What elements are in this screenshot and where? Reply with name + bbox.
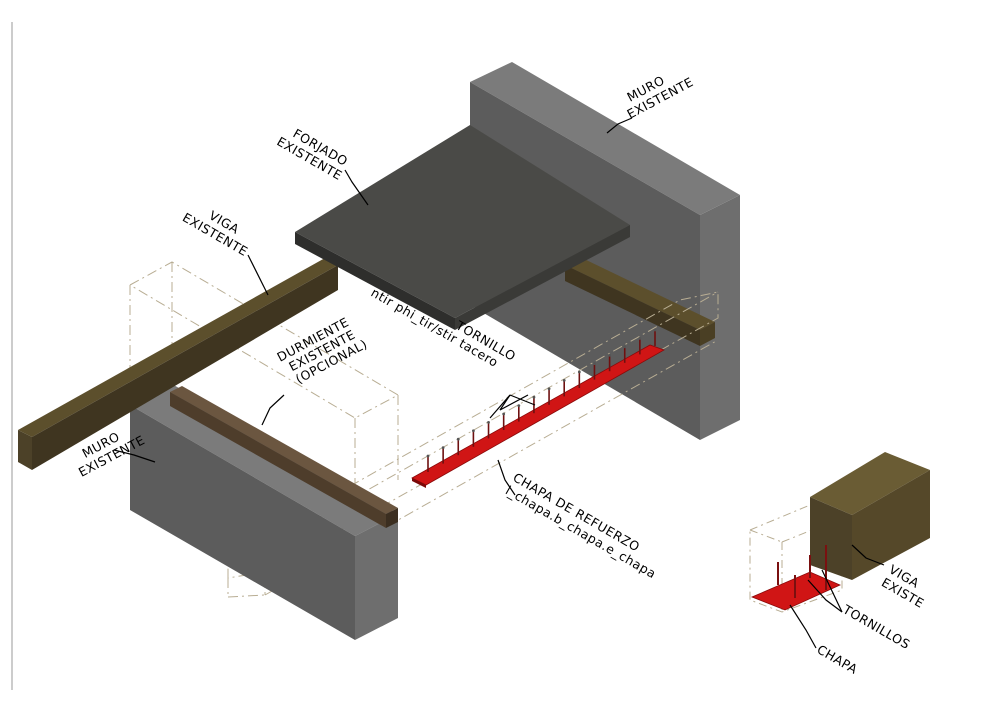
detail-beam-side — [852, 470, 930, 580]
bolt-head — [517, 404, 521, 407]
existing-beam — [18, 258, 338, 470]
detail-bolts — [777, 545, 827, 598]
bolt-head — [487, 421, 490, 424]
label-chapa-text: CHAPA — [815, 642, 861, 677]
detail-view — [749, 452, 930, 613]
bolt-head — [456, 437, 460, 441]
right-wall-top — [470, 62, 740, 215]
beam-top — [18, 258, 338, 437]
reinforcement-plate — [411, 344, 665, 488]
label-viga: VIGA EXISTENTE — [180, 208, 251, 259]
sill — [170, 386, 398, 528]
beam-end — [18, 430, 32, 470]
slab-front-edge — [295, 232, 455, 330]
far-beam — [565, 257, 715, 346]
label-tornillos-text: TORNILLOS — [840, 601, 913, 652]
label-tornillos: TORNILLOS — [840, 601, 913, 652]
right-wall-side — [700, 195, 740, 440]
slab — [295, 125, 630, 330]
detail-beam-front — [810, 497, 852, 580]
bolt-head — [441, 446, 445, 449]
bolt-head — [593, 362, 596, 365]
leader-lines — [113, 117, 885, 649]
slab-top — [295, 125, 630, 318]
slab-side-edge — [455, 225, 630, 330]
detail-beam-top — [810, 452, 930, 515]
bolt-head — [653, 328, 657, 332]
bolt-head — [547, 387, 551, 391]
bolt-head — [426, 454, 430, 458]
label-forjado: FORJADO EXISTENTE — [274, 126, 350, 183]
bolt-head — [638, 337, 642, 340]
label-chapa-refuerzo-line1: CHAPA DE REFUERZO — [511, 470, 643, 555]
left-wall-top — [130, 384, 398, 536]
plate-bolts — [426, 328, 657, 472]
label-muro-top: MURO EXISTENTE — [624, 72, 695, 121]
beam-front — [32, 265, 338, 470]
bolt-head — [502, 412, 506, 416]
bolt-head — [608, 353, 611, 357]
bolt-head — [532, 395, 536, 399]
label-durmiente: DURMIENTE EXISTENTE (OPCIONAL) — [274, 314, 369, 386]
bolt-head — [472, 429, 475, 433]
left-wall — [130, 384, 398, 640]
label-chapa: CHAPA — [815, 642, 861, 677]
left-wall-side — [355, 514, 398, 640]
label-chapa-refuerzo-line2: l_chapa.b_chapa.e_chapa — [503, 483, 659, 582]
bolt-head — [623, 345, 627, 349]
bolt-head — [562, 379, 566, 382]
bolt-head — [577, 370, 581, 374]
label-viga-detail: VIGA EXISTE — [879, 562, 927, 611]
label-chapa-refuerzo: CHAPA DE REFUERZO l_chapa.b_chapa.e_chap… — [503, 470, 659, 582]
left-wall-front — [130, 405, 355, 640]
